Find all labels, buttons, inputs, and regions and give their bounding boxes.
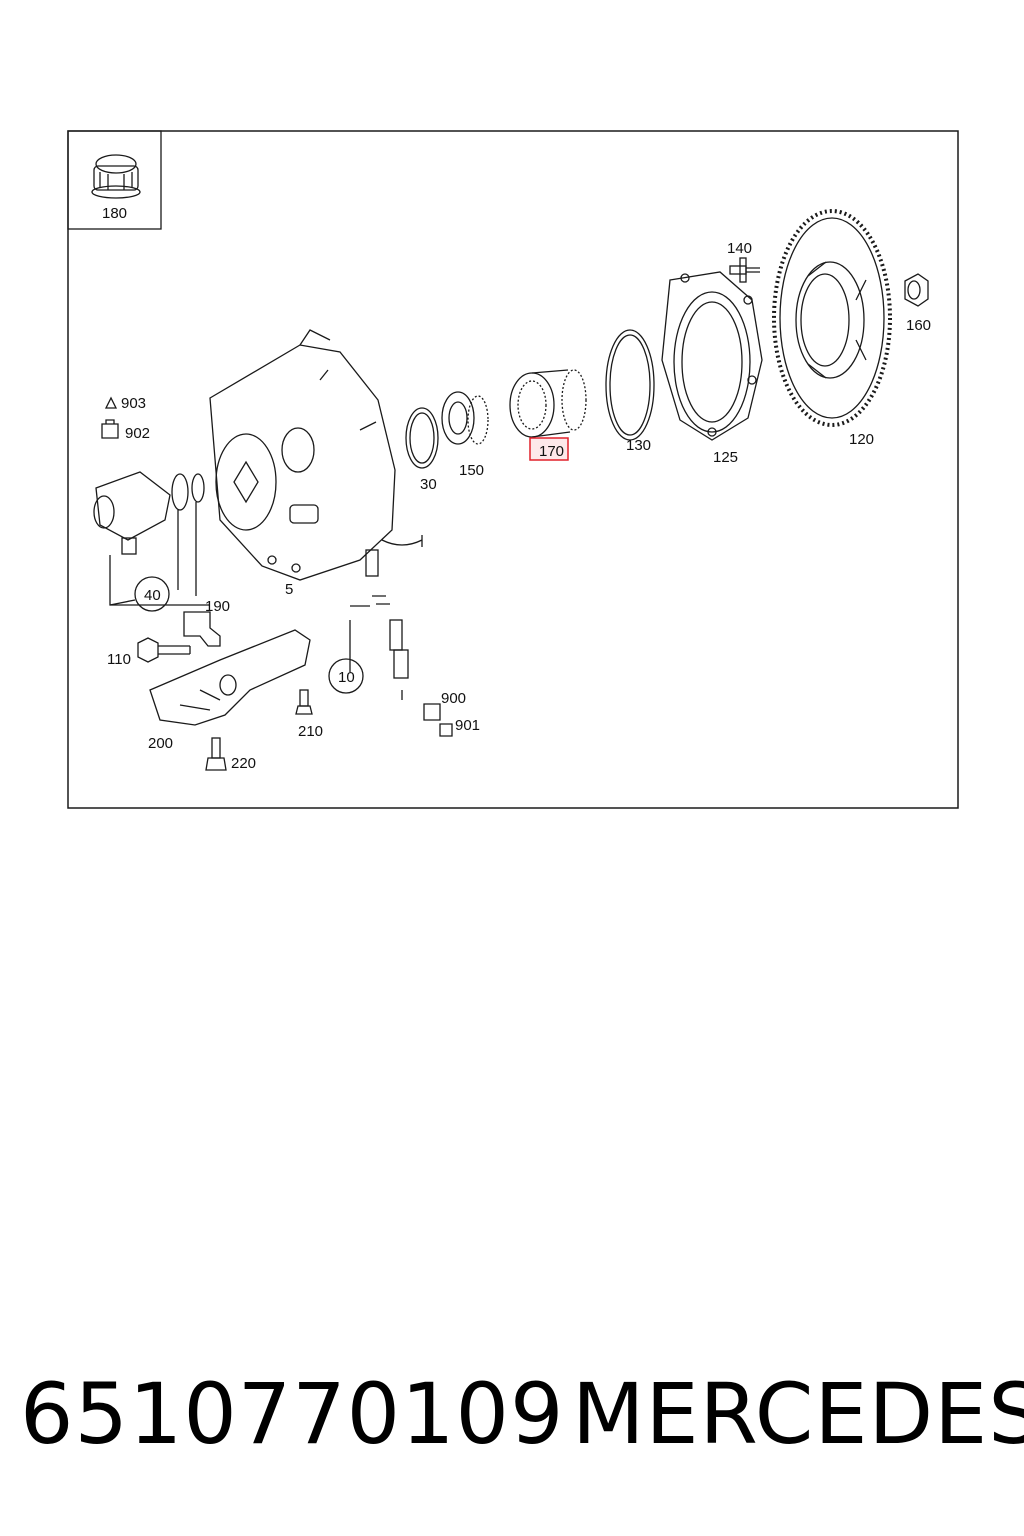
cap-180-icon (91, 154, 141, 199)
bracket-190-icon (183, 611, 221, 647)
label-902: 902 (125, 425, 150, 442)
symbol-902-icon (101, 419, 119, 439)
seal-150-icon (441, 391, 489, 445)
label-130: 130 (626, 437, 651, 454)
housing-125-icon (661, 271, 763, 441)
label-180: 180 (102, 205, 127, 222)
bolt-140-icon (729, 257, 760, 283)
highlight-box-170 (529, 437, 569, 461)
label-200: 200 (148, 735, 173, 752)
sensor-10-icon (349, 595, 409, 700)
connector-900-icon (423, 703, 441, 721)
snap-ring-130-icon (605, 329, 655, 441)
bolt-220-icon (205, 737, 227, 771)
parts-diagram: 180 140 160 903 902 30 150 170 130 125 1… (67, 130, 959, 809)
label-220: 220 (231, 755, 256, 772)
label-903: 903 (121, 395, 146, 412)
label-40: 40 (144, 587, 161, 604)
label-160: 160 (906, 317, 931, 334)
label-901: 901 (455, 717, 480, 734)
pump-5-icon (209, 329, 423, 581)
label-140: 140 (727, 240, 752, 257)
leader-40 (109, 599, 136, 606)
label-30: 30 (420, 476, 437, 493)
bracket-200-icon (149, 629, 311, 726)
diagram-frame (67, 130, 959, 809)
label-900: 900 (441, 690, 466, 707)
label-150: 150 (459, 462, 484, 479)
label-10: 10 (338, 669, 355, 686)
brand-caption: MERCEDES (572, 1365, 1024, 1463)
callout-40-circle (134, 576, 170, 612)
bearing-170-icon (509, 369, 587, 438)
label-210: 210 (298, 723, 323, 740)
valve-40-icon (93, 471, 210, 606)
callout-10-circle (328, 658, 364, 694)
label-120: 120 (849, 431, 874, 448)
connector-901-icon (439, 723, 453, 737)
bolt-110-icon (137, 637, 191, 663)
label-5: 5 (285, 581, 293, 598)
o-ring-30-icon (405, 407, 439, 469)
bolt-210-icon (295, 689, 313, 715)
symbol-903-icon (104, 396, 118, 409)
part-number-caption: 6510770109 (20, 1365, 565, 1463)
nut-160-icon (904, 273, 929, 307)
label-110: 110 (107, 651, 131, 668)
label-125: 125 (713, 449, 738, 466)
label-170: 170 (539, 443, 564, 460)
gear-120-icon (772, 209, 892, 427)
label-190: 190 (205, 598, 230, 615)
inset-frame (67, 130, 162, 230)
